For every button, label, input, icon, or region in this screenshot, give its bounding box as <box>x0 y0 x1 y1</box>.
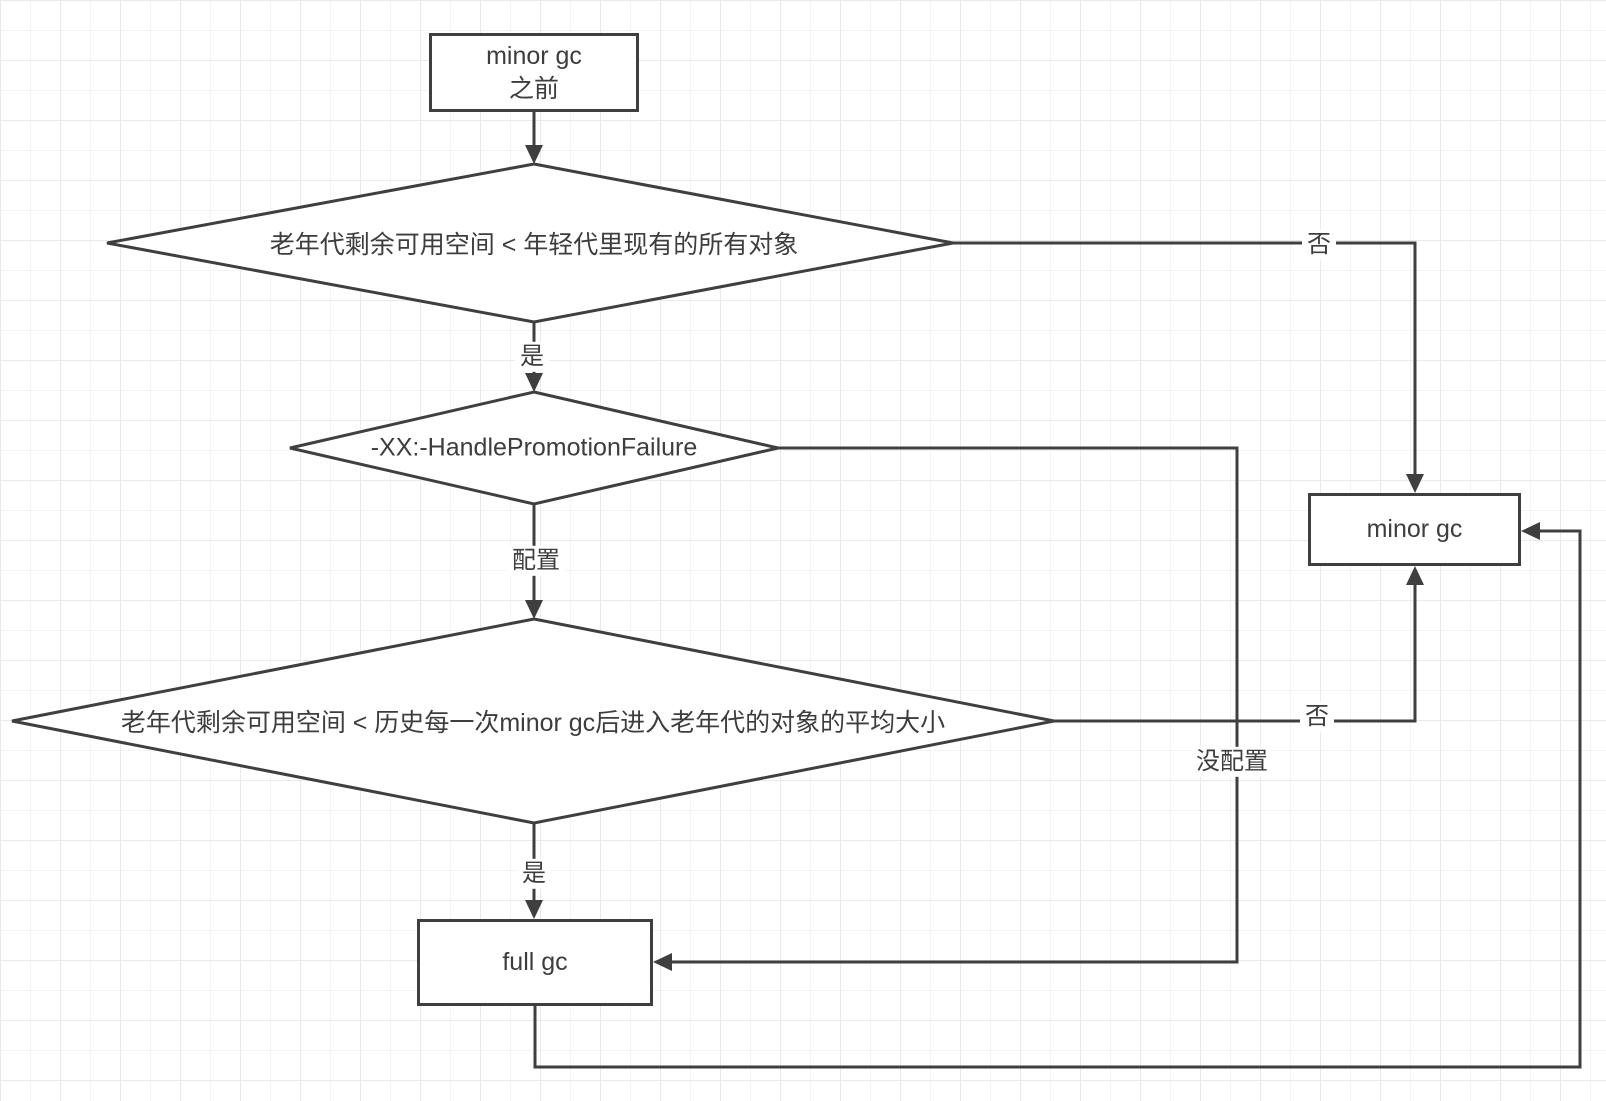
decision-handle-promotion-failure-shape[interactable] <box>289 390 779 506</box>
edge-decision2-not-configured <box>666 446 1239 964</box>
edge-label-configured: 配置 <box>507 545 565 577</box>
arrowhead-into-fullgc-top <box>525 900 543 919</box>
node-full-gc[interactable]: full gc <box>417 919 653 1006</box>
edge-decision3-no <box>1054 580 1417 723</box>
arrowhead-into-decision2 <box>525 373 543 392</box>
edge-label-yes-1: 是 <box>515 341 549 373</box>
edge-label-no-2: 否 <box>1300 701 1334 733</box>
node-start-line1: minor gc <box>486 42 582 70</box>
decision-space-vs-avg-promoted-shape[interactable] <box>11 617 1055 825</box>
edge-label-yes-2: 是 <box>517 858 551 890</box>
node-full-gc-label: full gc <box>502 948 568 977</box>
arrowhead-into-decision3 <box>525 600 543 619</box>
decision-space-vs-young-shape[interactable] <box>106 162 954 324</box>
node-start[interactable]: minor gc 之前 <box>429 33 639 112</box>
edge-label-not-configured: 没配置 <box>1191 746 1273 778</box>
node-minor-gc-label: minor gc <box>1366 515 1463 544</box>
arrowhead-into-decision1 <box>525 145 543 164</box>
node-start-line2: 之前 <box>508 74 559 103</box>
arrowhead-into-minorgc-top <box>1406 474 1424 493</box>
arrowhead-into-minorgc-bottom <box>1406 566 1424 585</box>
node-minor-gc[interactable]: minor gc <box>1308 493 1521 566</box>
edge-label-no-1: 否 <box>1302 229 1336 261</box>
arrowhead-into-minorgc-right <box>1521 522 1540 540</box>
arrowhead-into-fullgc-right <box>653 953 672 971</box>
edge-fullgc-to-minorgc <box>533 529 1582 1069</box>
edge-decision1-no <box>953 241 1417 479</box>
